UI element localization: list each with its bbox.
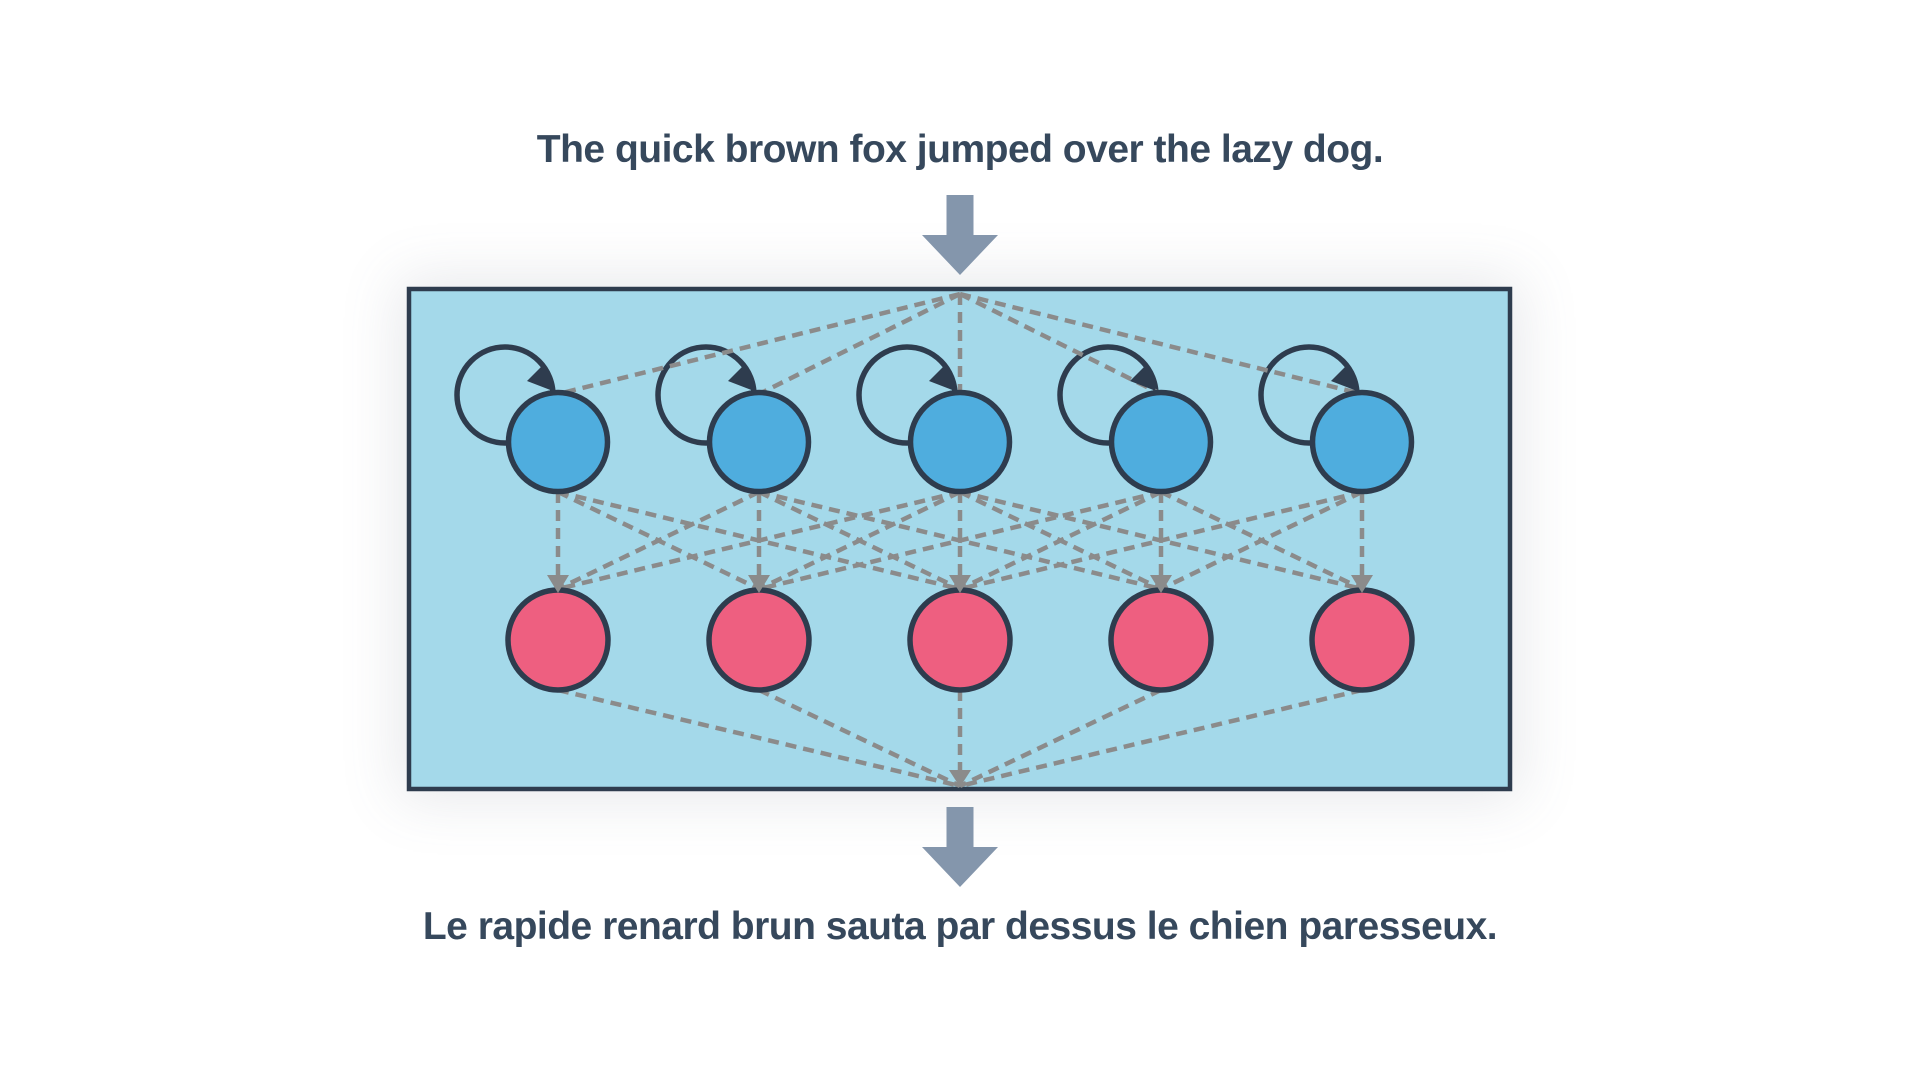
hidden-to-output-connection-line xyxy=(758,489,1162,592)
output-connection-line xyxy=(557,687,961,789)
output-node xyxy=(1309,587,1415,693)
convergence-arrowhead-icon xyxy=(949,770,971,787)
hidden-to-output-connection-line xyxy=(959,489,1162,592)
connection-arrowhead-icon xyxy=(1150,575,1172,593)
output-connection-line xyxy=(758,687,961,789)
self-loop-arrowhead-icon xyxy=(527,365,553,391)
connection-arrowhead-icon xyxy=(1351,575,1373,593)
self-loop-arrowhead-icon xyxy=(728,365,754,391)
hidden-node xyxy=(907,389,1013,495)
self-loop-arrowhead-icon xyxy=(929,365,955,391)
output-connection-line xyxy=(959,687,1162,789)
output-node xyxy=(1108,587,1214,693)
hidden-to-output-connection-line xyxy=(1160,489,1363,592)
connection-arrowhead-icon xyxy=(547,575,569,593)
hidden-node xyxy=(505,389,611,495)
output-node xyxy=(505,587,611,693)
hidden-node xyxy=(1108,389,1214,495)
output-sentence: Le rapide renard brun sauta par dessus l… xyxy=(422,905,1498,948)
connection-arrowhead-icon xyxy=(949,575,971,593)
output-node xyxy=(706,587,812,693)
connection-arrowhead-icon xyxy=(748,575,770,593)
self-loop-arrowhead-icon xyxy=(1130,365,1156,391)
output-connection-line xyxy=(959,687,1363,789)
input-connection-line xyxy=(557,291,961,397)
hidden-to-output-connection-line xyxy=(758,489,961,592)
self-loop-arrowhead-icon xyxy=(1331,365,1357,391)
input-connection-line xyxy=(959,291,1363,397)
hidden-node xyxy=(1309,389,1415,495)
hidden-node xyxy=(706,389,812,495)
hidden-to-output-connection-line xyxy=(959,489,1363,592)
hidden-to-output-connection-line xyxy=(557,489,760,592)
input-flow-down-arrow-icon xyxy=(922,195,998,275)
hidden-to-output-connection-line xyxy=(557,489,961,592)
output-node xyxy=(907,587,1013,693)
output-flow-down-arrow-icon xyxy=(922,807,998,887)
input-sentence: The quick brown fox jumped over the lazy… xyxy=(536,128,1384,171)
input-connection-line xyxy=(757,291,962,397)
input-connection-line xyxy=(958,291,1163,397)
